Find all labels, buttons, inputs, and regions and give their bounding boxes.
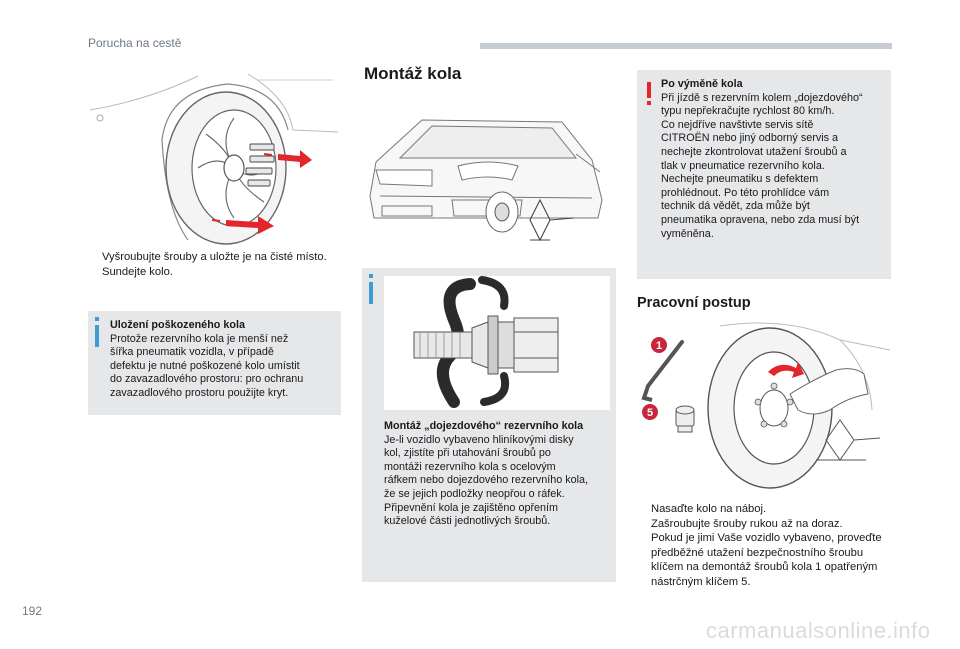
mounting-steps: Nasaďte kolo na náboj. Zašroubujte šroub… (637, 502, 887, 589)
wheel-mounting-figure: 1 5 (640, 320, 892, 496)
spare-wheel-note-box: Montáž „dojezdového“ rezervního kola Je-… (362, 268, 616, 582)
after-change-warning-box: Po výměně kola Při jízdě s rezervním kol… (637, 70, 891, 279)
callout-5: 5 (647, 407, 653, 419)
spare-wheel-note-title: Montáž „dojezdového“ rezervního kola (384, 420, 584, 432)
procedure-title: Pracovní postup (637, 295, 751, 311)
section-header: Porucha na cestě (88, 36, 182, 50)
warning-title: Po výměně kola (661, 78, 743, 90)
list-item: Pokud je jimi Vaše vozidlo vybaveno, pro… (651, 532, 882, 588)
list-item: Zašroubujte šrouby rukou až na doraz. (651, 517, 843, 530)
storage-note-box: Uložení poškozeného kola Protože rezervn… (88, 311, 341, 415)
section-title: Montáž kola (364, 64, 462, 83)
watermark: carmanualsonline.info (706, 618, 931, 643)
wheel-removal-figure (88, 70, 340, 250)
car-on-jack-figure (362, 100, 616, 260)
bolt-detail-figure (384, 276, 610, 410)
list-item: Nasaďte kolo na náboj. (651, 503, 767, 515)
page-number: 192 (22, 604, 43, 618)
storage-note-title: Uložení poškozeného kola (110, 319, 245, 331)
info-icon (95, 325, 99, 347)
list-item: Sundejte kolo. (102, 265, 173, 278)
warning-icon (647, 82, 651, 98)
list-item: Vyšroubujte šrouby a uložte je na čisté … (102, 251, 327, 263)
info-icon (369, 282, 373, 304)
callout-1: 1 (656, 340, 662, 352)
removal-steps: Vyšroubujte šrouby a uložte je na čisté … (88, 250, 328, 279)
header-bar (480, 43, 892, 49)
